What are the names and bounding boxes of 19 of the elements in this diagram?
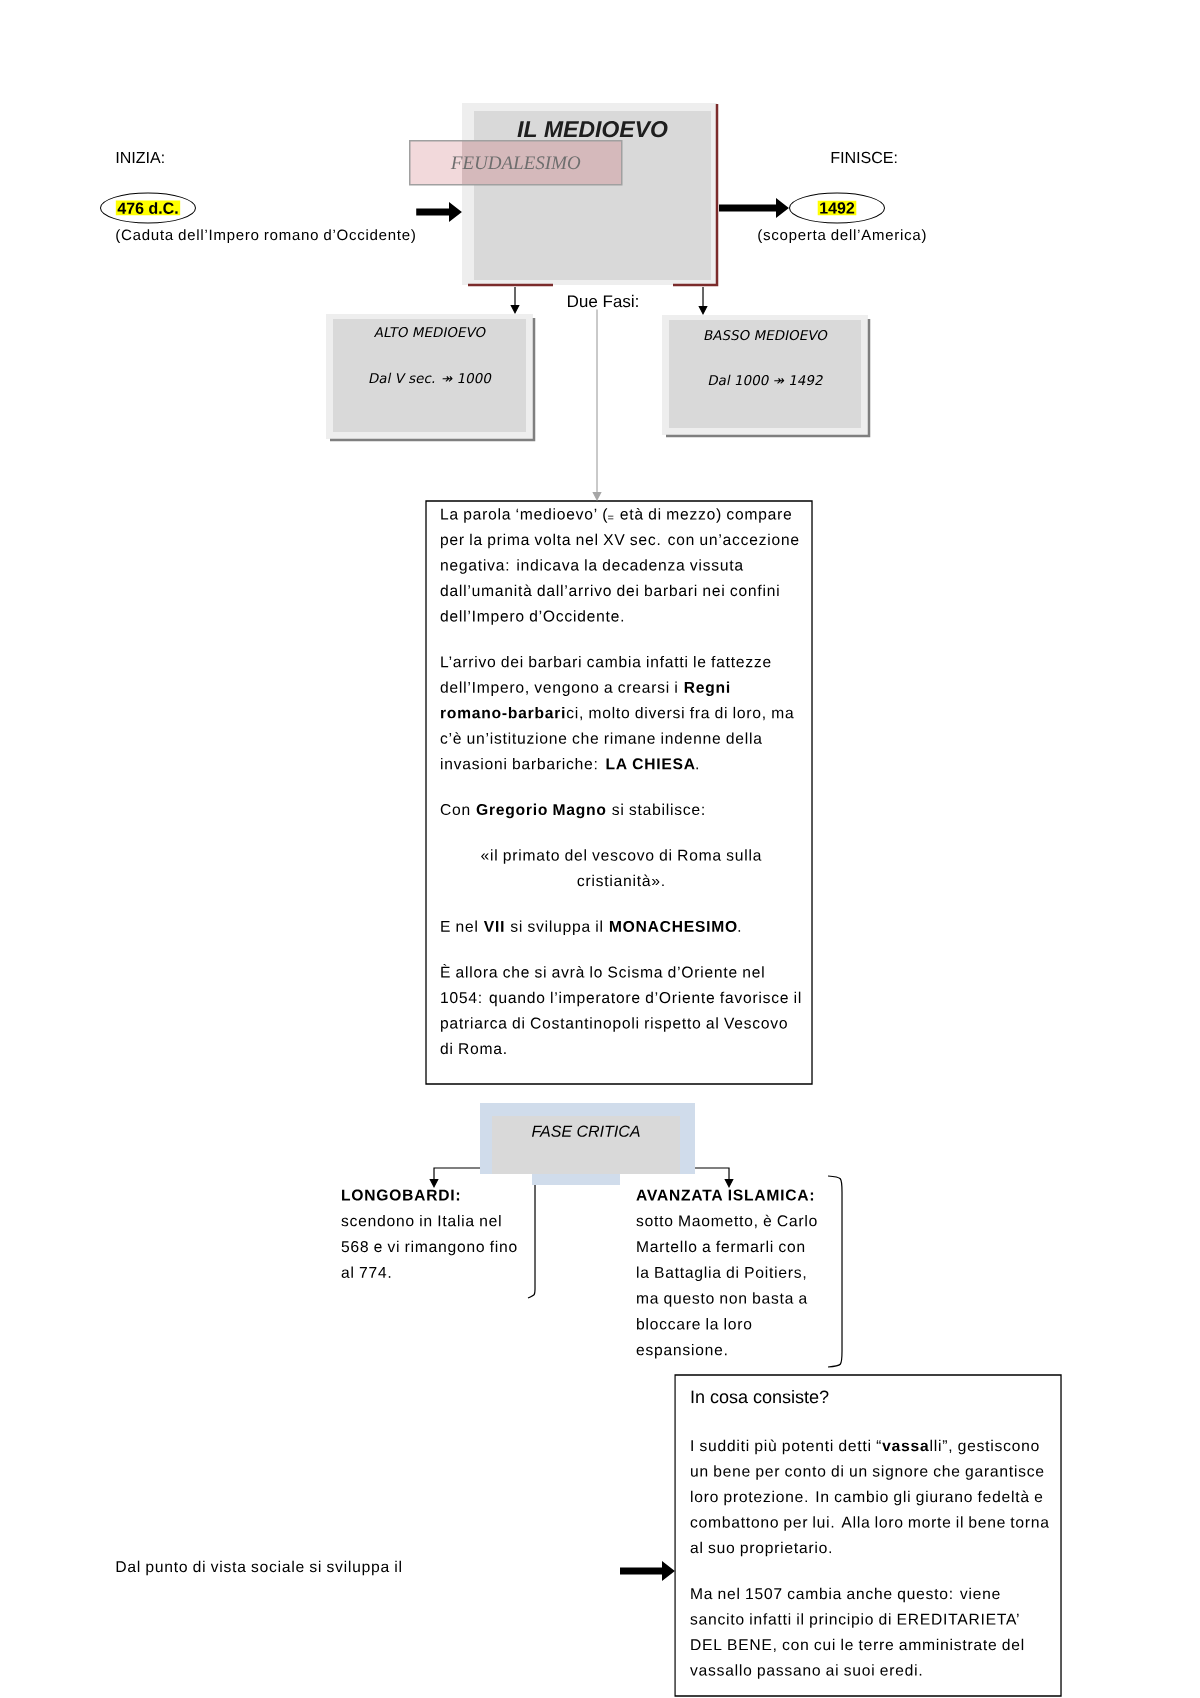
heading-label: FINISCE: [831,151,897,164]
arrow [429,1167,481,1188]
title-box: FASE CRITICA [480,1103,695,1185]
side-label: (Caduta dell’Impero romano d’Occidente) [116,229,415,244]
heading-label: INIZIA: [116,152,164,163]
period-box: BASSO MEDIOEVO Dal 1000 ↠ 1492 [662,315,871,438]
label-box: FEUDALESIMO [409,140,623,186]
arrow [694,1167,734,1188]
paragraph: LONGOBARDI: scendono in Italia nel 568 e vi rimangono fino al 774. [341,1189,517,1278]
arrow [592,308,602,501]
text-label: Due Fasi: [568,294,638,308]
side-label: (scoperta dell’America) [758,229,926,244]
text-box: La parola ‘medioevo’ ($_{=}$ età di mezzo) compare per la prima volta nel XV sec. con un’accezione negativa: indicava la decadenza vissuta dall’umanità dall’arrivo dei barbari nei confini dell’Impero d’Occidente. L’arrivo dei barbari cambia infatti le fattezze dell’Impero, vengono a crearsi i Regni romano-barbarici, molto diversi fra di loro, ma c’è un’istituzione che rimane indenne della invasioni barbariche: LA CHIESA. Con Gregorio Magno si stabilisce: «il primato del vescovo di Roma sulla cristianità». E nel VII si sviluppa il MONACHESIMO. È allora che si avrà lo Scisma d’Oriente nel 1054: quando l’imperatore d’Oriente favorisce il patriarca di Costantinopoli rispetto al Vescovo di Roma. [425,500,813,1085]
arrow [698,286,708,315]
text-box: In cosa consiste? I sudditi più potenti detti “vassalli”, gestiscono un bene per conto di un signore che garantisce loro protezione. In cambio gli giurano fedeltà e combattono per lui. Alla loro morte il bene torna al suo proprietario. Ma nel 1507 cambia anche questo: viene sancito infatti il principio di EREDITARIETA’ DEL BENE, con cui le terre amministrate del vassallo passano ai suoi eredi. [674,1374,1062,1697]
arrow [510,286,520,314]
text-label: Dal punto di vista sociale si sviluppa il [116,1560,401,1576]
period-box: ALTO MEDIOEVO Dal V sec. ↠ 1000 [326,314,536,442]
paragraph: AVANZATA ISLAMICA: sotto Maometto, è Carlo Martello a fermarli con la Battaglia di Poitiers, ma questo non basta a bloccare la loro espansione. [636,1189,817,1359]
